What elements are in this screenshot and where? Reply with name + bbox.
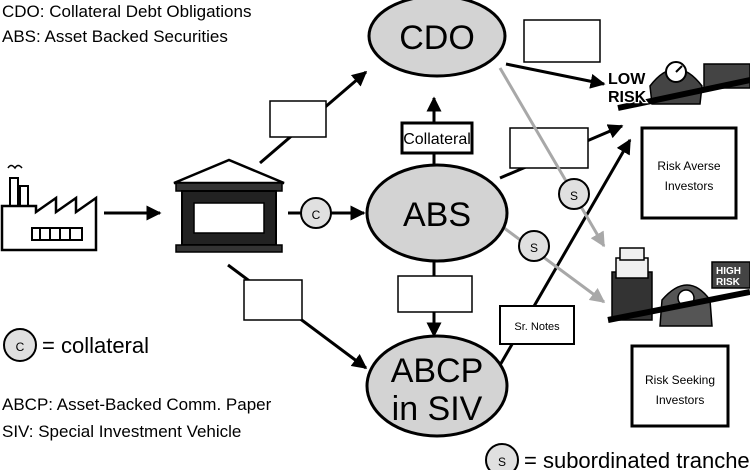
risk-averse-investors-box	[640, 126, 738, 220]
svg-text:RISK: RISK	[608, 89, 647, 106]
collateral-label-box	[400, 121, 474, 155]
legend-siv-definition: SIV: Special Investment Vehicle	[2, 422, 241, 441]
legend-collateral-marker	[3, 328, 37, 362]
legend-subordinated-marker	[485, 443, 519, 470]
subordinated-marker-symbol: S	[570, 189, 578, 203]
subordinated-marker	[558, 178, 590, 210]
legend-abs-definition: ABS: Asset Backed Securities	[2, 27, 228, 46]
risk-averse-label-line1: Risk Averse	[657, 159, 720, 173]
svg-text:LOW: LOW	[608, 71, 646, 88]
legend-subordinated-text: = subordinated tranches	[524, 448, 750, 470]
cdo-node-label: CDO	[399, 19, 475, 57]
legend-collateral-text: = collateral	[42, 333, 149, 358]
risk-seeking-label-line1: Risk Seeking	[645, 373, 715, 387]
gray-arrow-abs-to-high-risk	[499, 223, 606, 304]
legend-subordinated-symbol: S	[498, 455, 506, 469]
blank-label-box	[243, 279, 303, 321]
blank-label-box	[397, 275, 473, 313]
blank-label-box	[269, 100, 327, 138]
bank-building-icon	[173, 158, 285, 253]
risk-seeking-investors-box	[630, 344, 730, 428]
gray-arrow-cdo-to-high-risk	[498, 67, 606, 248]
subordinated-marker	[518, 230, 550, 262]
abcp-node-label-line1: ABCP	[391, 352, 484, 390]
risk-seeking-label-line2: Investors	[656, 393, 705, 407]
high-risk-scale-icon: HIGH RISK	[607, 247, 750, 327]
blank-label-box	[509, 127, 589, 169]
svg-text:RISK: RISK	[716, 277, 741, 288]
legend-collateral-symbol: C	[16, 340, 25, 354]
sr-notes-label: Sr. Notes	[514, 321, 560, 333]
collateral-label: Collateral	[403, 131, 471, 148]
collateral-marker-symbol: C	[312, 208, 321, 222]
abs-node-label: ABS	[403, 196, 471, 234]
legend-abcp-definition: ABCP: Asset-Backed Comm. Paper	[2, 395, 272, 414]
collateral-marker	[300, 197, 332, 229]
abs-node	[365, 163, 509, 263]
abcp-node	[365, 334, 509, 438]
abcp-node-label-line2: in SIV	[392, 390, 483, 428]
svg-text:HIGH: HIGH	[716, 266, 741, 277]
cdo-node	[367, 0, 507, 78]
factory-icon	[0, 164, 98, 252]
risk-averse-label-line2: Investors	[665, 179, 714, 193]
sr-notes-box	[499, 305, 575, 345]
legend-cdo-definition: CDO: Collateral Debt Obligations	[2, 2, 251, 21]
arrow-cdo-to-low-risk	[505, 62, 606, 89]
low-risk-scale-icon: LOW RISK	[607, 61, 750, 111]
subordinated-marker-symbol: S	[530, 241, 538, 255]
blank-label-box	[523, 19, 601, 63]
